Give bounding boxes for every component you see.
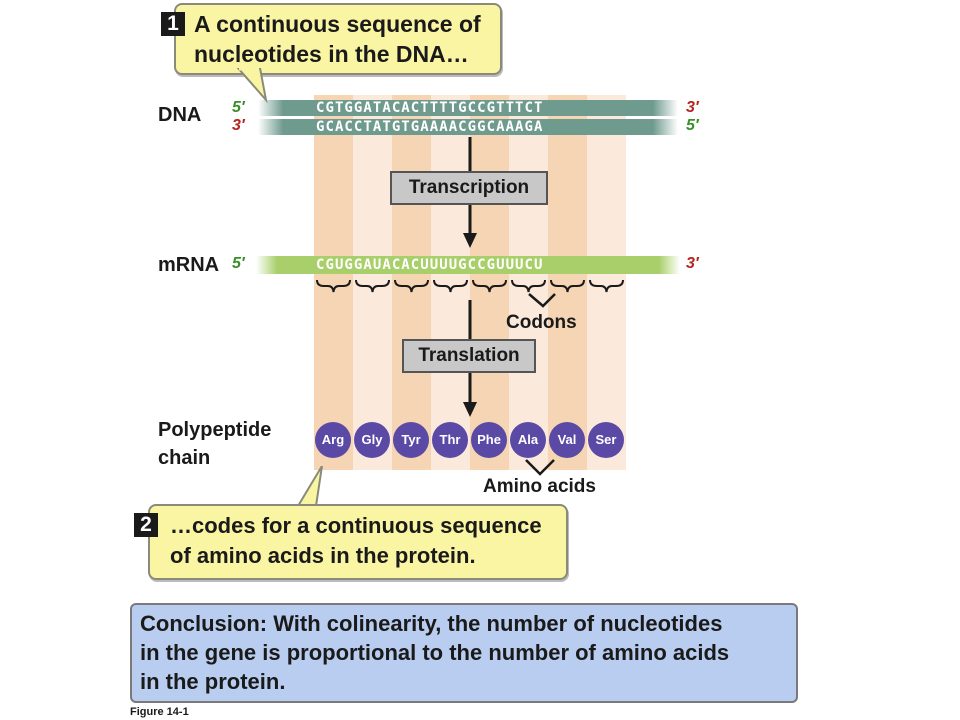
transcription-label: Transcription [390,171,548,205]
amino-acids-bracket [525,459,555,476]
translation-label: Translation [402,339,536,373]
codon-stripe-5 [470,95,509,470]
codon-stripe-7 [548,95,587,470]
codon-braces [316,279,624,308]
amino-acid-ala: Ala [510,422,546,458]
conclusion-box: Conclusion: With colinearity, the number… [130,603,798,703]
dna-top-sequence: CGTGGATACACTTTTGCCGTTTCT [316,100,544,116]
dna-top-3-prime: 3′ [686,99,699,116]
conclusion-line-2: in the gene is proportional to the numbe… [140,640,730,665]
amino-acid-ser: Ser [588,422,624,458]
callout-1-pointer [236,68,268,104]
codon-stripe-6 [509,95,548,470]
codon-stripe-1 [314,95,353,470]
amino-acid-gly: Gly [354,422,390,458]
callout-2-pointer [296,466,323,507]
amino-acid-thr: Thr [432,422,468,458]
polypeptide-label-line-1: Polypeptide [158,419,272,441]
callout-2 [148,504,568,580]
amino-acid-phe: Phe [471,422,507,458]
callout-1-line-2: nucleotides in the DNA… [194,41,469,67]
codons-label: Codons [506,312,577,333]
dna-top-5-prime: 5′ [232,99,245,116]
mrna-strand [256,256,680,274]
conclusion-line-1-rest: With colinearity, the number of nucleoti… [267,611,723,636]
amino-acid-arg: Arg [315,422,351,458]
conclusion-line-1: Conclusion: With colinearity, the number… [140,609,722,638]
mrna-3-prime: 3′ [686,255,699,272]
dna-bottom-strand [258,119,678,135]
callout-2-line-2: of amino acids in the protein. [170,543,476,568]
dna-label: DNA [158,104,202,126]
polypeptide-label-line-2: chain [158,447,211,469]
figure-label: Figure 14-1 [130,706,189,718]
dna-bottom-5-prime: 5′ [686,117,699,134]
amino-acids-label: Amino acids [483,476,596,497]
callout-1-line-1: A continuous sequence of [194,11,481,37]
mrna-5-prime: 5′ [232,255,245,272]
codon-stripe-3 [392,95,431,470]
callout-2-line-1: …codes for a continuous sequence [170,513,542,538]
mrna-label: mRNA [158,254,220,276]
codon-stripe-2 [353,95,392,470]
dna-bottom-sequence: GCACCTATGTGAAAACGGCAAAGA [316,119,544,135]
conclusion-heading: Conclusion: [140,611,268,636]
callout-1 [174,3,502,75]
step-2-badge: 2 [134,513,158,537]
amino-acid-tyr: Tyr [393,422,429,458]
conclusion-line-3: in the protein. [140,669,286,694]
dna-bottom-3-prime: 3′ [232,117,245,134]
step-1-badge: 1 [161,12,185,36]
mrna-sequence: CGUGGAUACACUUUUGCCGUUUCU [316,257,544,273]
amino-acid-val: Val [549,422,585,458]
codon-stripe-4 [431,95,470,470]
codon-stripe-8 [587,95,626,470]
dna-top-strand [258,100,678,116]
